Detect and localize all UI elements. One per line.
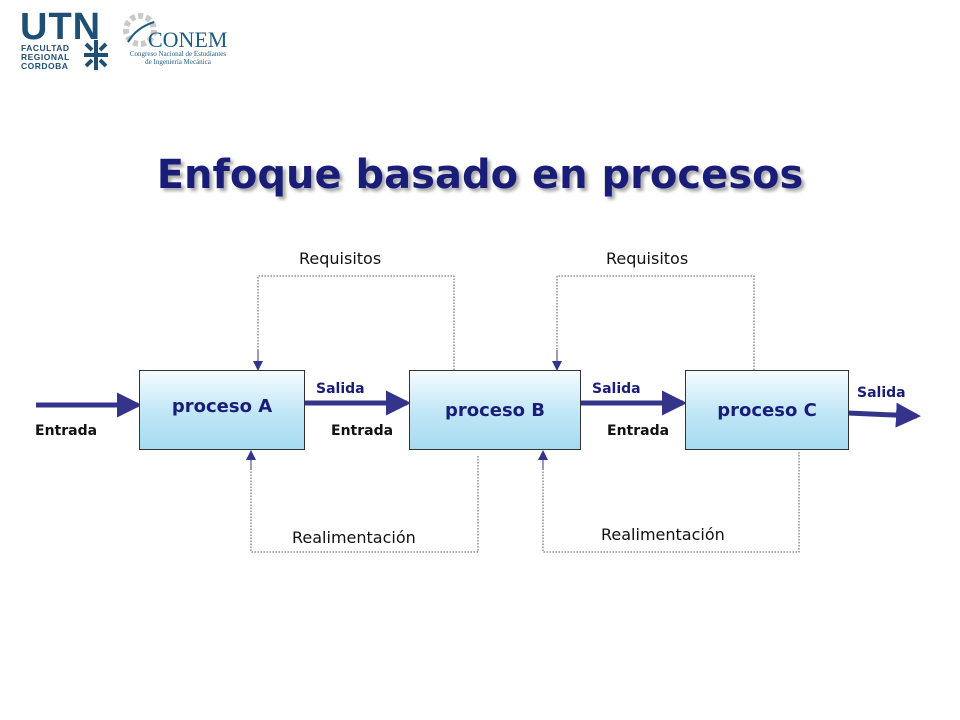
utn-line-1: FACULTAD xyxy=(21,43,70,53)
requisitos-1-connector xyxy=(257,275,455,370)
header-logos: UTN FACULTAD REGIONAL CORDOBA CONEM Cong… xyxy=(0,0,260,80)
utn-line-3: CORDOBA xyxy=(21,61,69,71)
conem-line-1: Congreso Nacional de Estudiantes xyxy=(129,50,227,58)
entrada-b-label: Entrada xyxy=(331,423,394,439)
conem-line-2: de Ingeniería Mecánica xyxy=(145,58,211,66)
realimentacion-1-connector xyxy=(250,454,479,553)
process-c-box: proceso C xyxy=(685,370,849,450)
utn-line-2: REGIONAL xyxy=(21,52,70,62)
salida-c-arrow xyxy=(847,402,921,428)
realimentacion-2-label: Realimentación xyxy=(601,525,725,544)
process-b-label: proceso B xyxy=(444,399,546,421)
utn-emblem-icon xyxy=(84,40,108,70)
conem-logo-text: CONEM xyxy=(148,27,228,52)
entrada-a-label: Entrada xyxy=(35,423,98,439)
entrada-c-label: Entrada xyxy=(607,423,670,439)
process-a-box: proceso A xyxy=(139,370,305,450)
page-title: Enfoque basado en procesos xyxy=(156,152,804,198)
salida-b-label: Salida xyxy=(592,381,641,397)
process-b-box: proceso B xyxy=(409,370,581,450)
process-a-label: proceso A xyxy=(171,396,273,417)
salida-c-label: Salida xyxy=(857,385,906,401)
realimentacion-2-connector xyxy=(542,452,800,553)
requisitos-2-connector xyxy=(556,275,755,370)
process-c-label: proceso C xyxy=(717,399,817,421)
utn-logo-text: UTN xyxy=(20,6,102,48)
gear-icon xyxy=(123,13,157,47)
requisitos-1-label: Requisitos xyxy=(299,249,382,268)
requisitos-2-label: Requisitos xyxy=(606,249,689,268)
salida-a-label: Salida xyxy=(316,381,365,397)
realimentacion-1-label: Realimentación xyxy=(292,528,416,547)
